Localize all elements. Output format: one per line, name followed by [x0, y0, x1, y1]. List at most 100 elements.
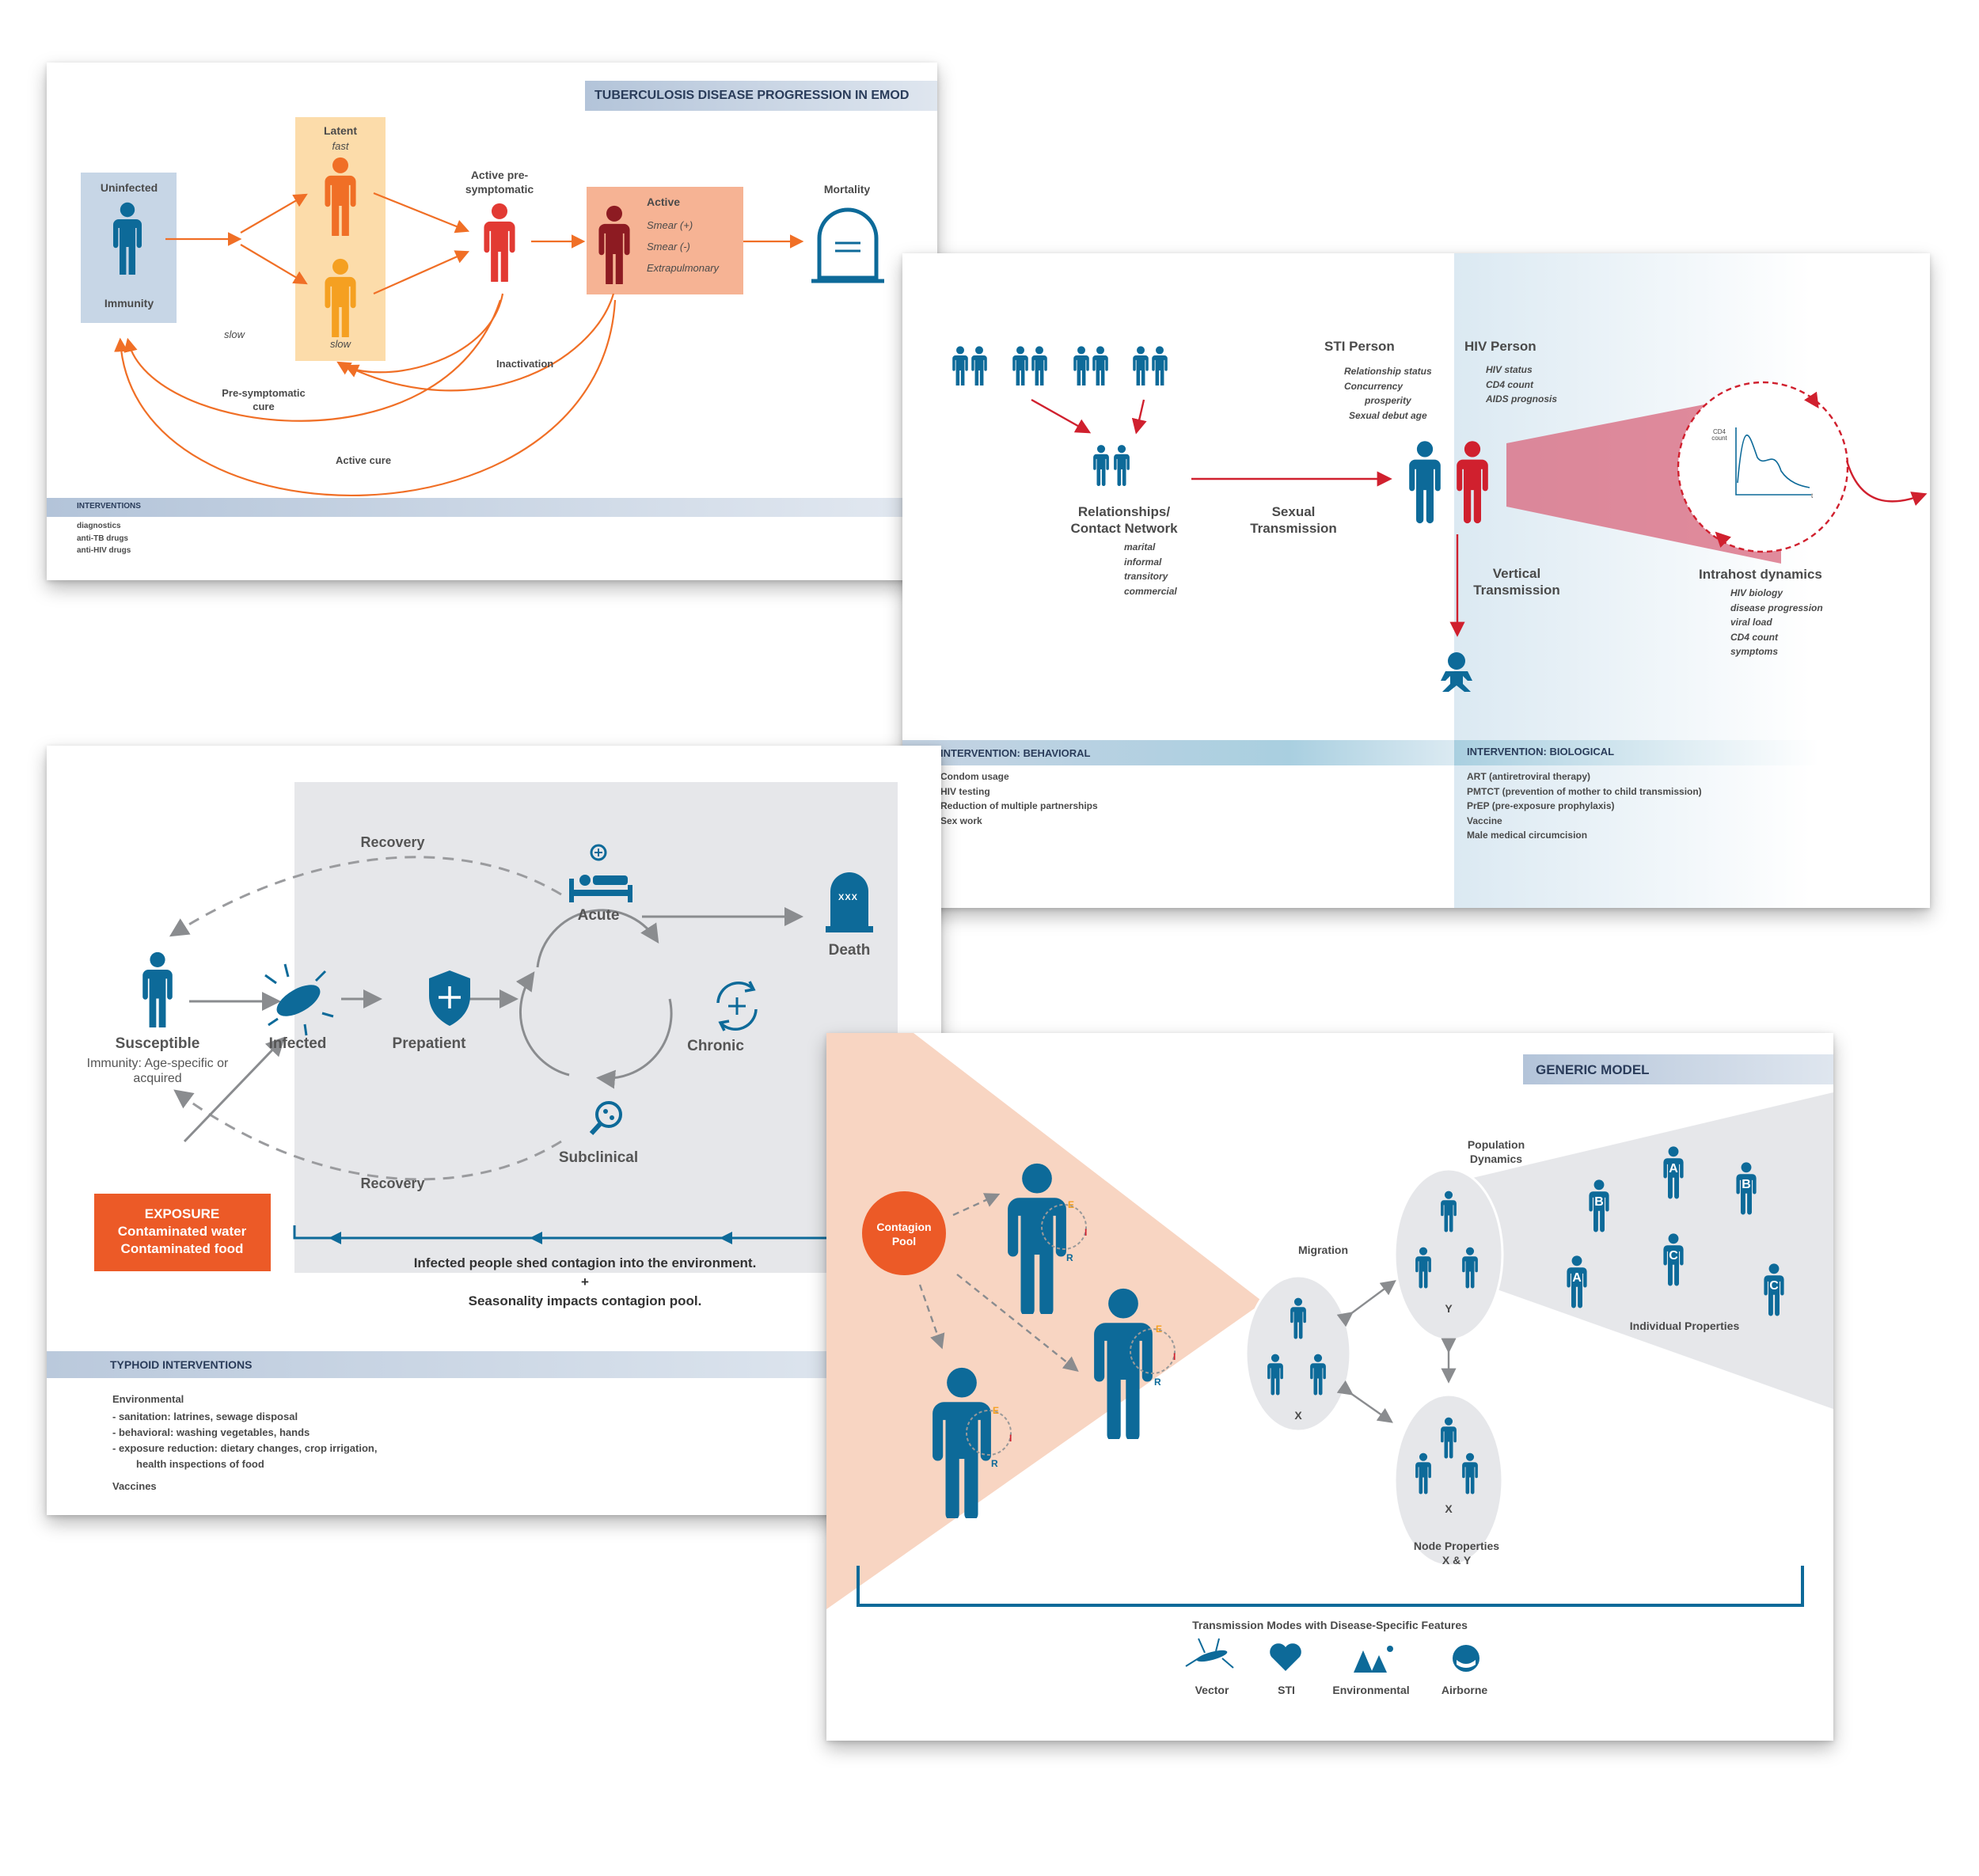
seir-i: I: [1084, 1227, 1088, 1238]
fast-label: fast: [332, 140, 349, 152]
infected-label: Infected: [268, 1035, 327, 1052]
prepatient-label: Prepatient: [392, 1035, 466, 1052]
intrahost-item: CD4 count: [1730, 631, 1778, 643]
biological-item: ART (antiretroviral therapy): [1467, 771, 1591, 782]
hiv-attribute-item: CD4 count: [1486, 378, 1533, 390]
vaccines-label: Vaccines: [112, 1480, 157, 1492]
tb-intervention-item: anti-TB drugs: [77, 534, 128, 543]
biological-item: PMTCT (prevention of mother to child tra…: [1467, 785, 1702, 797]
behavioral-item: HIV testing: [940, 785, 990, 797]
typhoid-interventions-bar: [47, 1351, 941, 1378]
tb-arrows: [114, 192, 804, 496]
sti-heart-icon: [1270, 1643, 1301, 1671]
seir-cycles: [966, 1204, 1176, 1456]
recovery-bottom-label: Recovery: [360, 1175, 425, 1191]
node-properties-label: Node Properties: [1413, 1540, 1500, 1552]
intrahost-item: viral load: [1730, 617, 1772, 628]
seir-i: I: [1173, 1351, 1176, 1362]
transmission-modes-label: Transmission Modes with Disease-Specific…: [1192, 1619, 1468, 1631]
sti-attribute-item: Sexual debut age: [1348, 409, 1427, 421]
property-letter: A: [1572, 1271, 1582, 1285]
plus-label: +: [581, 1274, 589, 1289]
node-x-label: X: [1294, 1409, 1302, 1422]
latent-slow-label: slow: [329, 338, 351, 350]
recovery-top-label: Recovery: [360, 834, 425, 850]
hiv-attribute-item: HIV status: [1486, 364, 1533, 375]
death-marks: XXX: [838, 893, 859, 902]
extrapulmonary-label: Extrapulmonary: [647, 262, 720, 274]
biological-list: ART (antiretroviral therapy) PMTCT (prev…: [1467, 769, 1702, 843]
shed-label: Infected people shed contagion into the …: [413, 1255, 757, 1270]
mode-environmental-label: Environmental: [1332, 1684, 1410, 1696]
hiv-panel: Relationships/ Contact Network marital i…: [902, 253, 1930, 908]
individual-properties-label: Individual Properties: [1629, 1320, 1740, 1332]
active-presymptomatic-person-icon: [484, 203, 515, 282]
exposure-box: [94, 1194, 271, 1271]
population-dynamics-label: Population Dynamics: [1467, 1138, 1525, 1165]
typhoid-interventions-list: - sanitation: latrines, sewage disposal …: [112, 1409, 377, 1473]
intrahost-item: disease progression: [1730, 602, 1823, 613]
biological-item: Male medical circumcision: [1467, 830, 1588, 841]
sti-attribute-item: Relationship status: [1344, 366, 1432, 377]
typhoid-intervention-item: health inspections of food: [136, 1458, 264, 1471]
tb-title-bar: [585, 81, 937, 111]
typhoid-intervention-item: - behavioral: washing vegetables, hands: [112, 1426, 310, 1439]
typhoid-intervention-item: - exposure reduction: dietary changes, c…: [112, 1442, 378, 1455]
property-letter: A: [1669, 1162, 1678, 1175]
typhoid-grey-area: [294, 782, 898, 1273]
subclinical-magnifier-icon: [589, 1101, 622, 1136]
network-type-item: transitory: [1124, 571, 1168, 583]
susceptible-person-icon: [142, 951, 173, 1027]
infected-bacteria-icon: [264, 963, 334, 1036]
behavioral-title: INTERVENTION: BEHAVIORAL: [940, 747, 1091, 759]
tb-intervention-item: diagnostics: [77, 522, 121, 530]
generic-title-bar: [1523, 1054, 1833, 1084]
mortality-tombstone-icon: [811, 207, 884, 283]
hiv-diagram: [952, 346, 1928, 692]
tb-panel: TUBERCULOSIS DISEASE PROGRESSION IN EMOD…: [47, 63, 937, 580]
hiv-person-icon: [1457, 441, 1488, 524]
behavioral-item: Sex work: [940, 815, 982, 826]
mode-airborne-label: Airborne: [1441, 1684, 1488, 1696]
typhoid-diagram: [142, 844, 941, 1244]
active-presymptomatic-label: Active pre-symptomatic: [465, 169, 534, 196]
mode-vector-label: Vector: [1195, 1684, 1229, 1696]
time-axis-label: t: [1811, 492, 1814, 499]
property-letter: B: [1594, 1195, 1604, 1209]
seir-e: E: [1068, 1199, 1075, 1210]
exposure-title: EXPOSURE: [144, 1206, 220, 1221]
acute-label: Acute: [577, 907, 620, 924]
transmission-arrows: [1031, 398, 1465, 637]
contagion-pool-circle: [862, 1191, 946, 1275]
death-tombstone-icon: [826, 872, 873, 932]
smear-negative-label: Smear (-): [647, 241, 690, 253]
shed-arrowheads: [329, 1232, 732, 1244]
acute-bed-icon: [569, 844, 632, 902]
immunity-label: Immunity: Age-specific or acquired: [86, 1057, 229, 1086]
sti-person-icon: [1409, 441, 1441, 524]
seir-e: E: [1156, 1323, 1163, 1335]
mode-sti-label: STI: [1278, 1684, 1295, 1696]
contagion-area: [826, 1033, 1263, 1609]
x-and-y-label: X & Y: [1442, 1554, 1472, 1566]
intrahost-item: symptoms: [1730, 646, 1779, 658]
relationships-label: Relationships/ Contact Network: [1070, 504, 1178, 537]
node-x-label: X: [1445, 1502, 1453, 1515]
seir-r: R: [1154, 1377, 1161, 1388]
chronic-cycle: [515, 909, 673, 1089]
presymptomatic-cure-label: Pre-symptomatic cure: [222, 387, 306, 412]
sti-attribute-item: prosperity: [1365, 395, 1411, 407]
network-type-item: commercial: [1124, 585, 1177, 597]
active-label: Active: [647, 196, 681, 208]
node-x-bottom: [1393, 1393, 1504, 1567]
seasonality-label: Seasonality impacts contagion pool.: [468, 1293, 702, 1308]
cd4-plot: [1735, 427, 1811, 496]
death-label: Death: [828, 942, 871, 959]
typhoid-intervention-item: - sanitation: latrines, sewage disposal: [112, 1411, 298, 1422]
uninfected-label: Uninfected: [100, 181, 158, 194]
latent-box: [295, 117, 386, 361]
environmental-trees-icon: [1354, 1646, 1393, 1673]
sti-attribute-item: Concurrency: [1344, 380, 1404, 392]
transmission-bracket: [857, 1566, 1804, 1607]
tb-interventions-bar: [47, 498, 937, 517]
